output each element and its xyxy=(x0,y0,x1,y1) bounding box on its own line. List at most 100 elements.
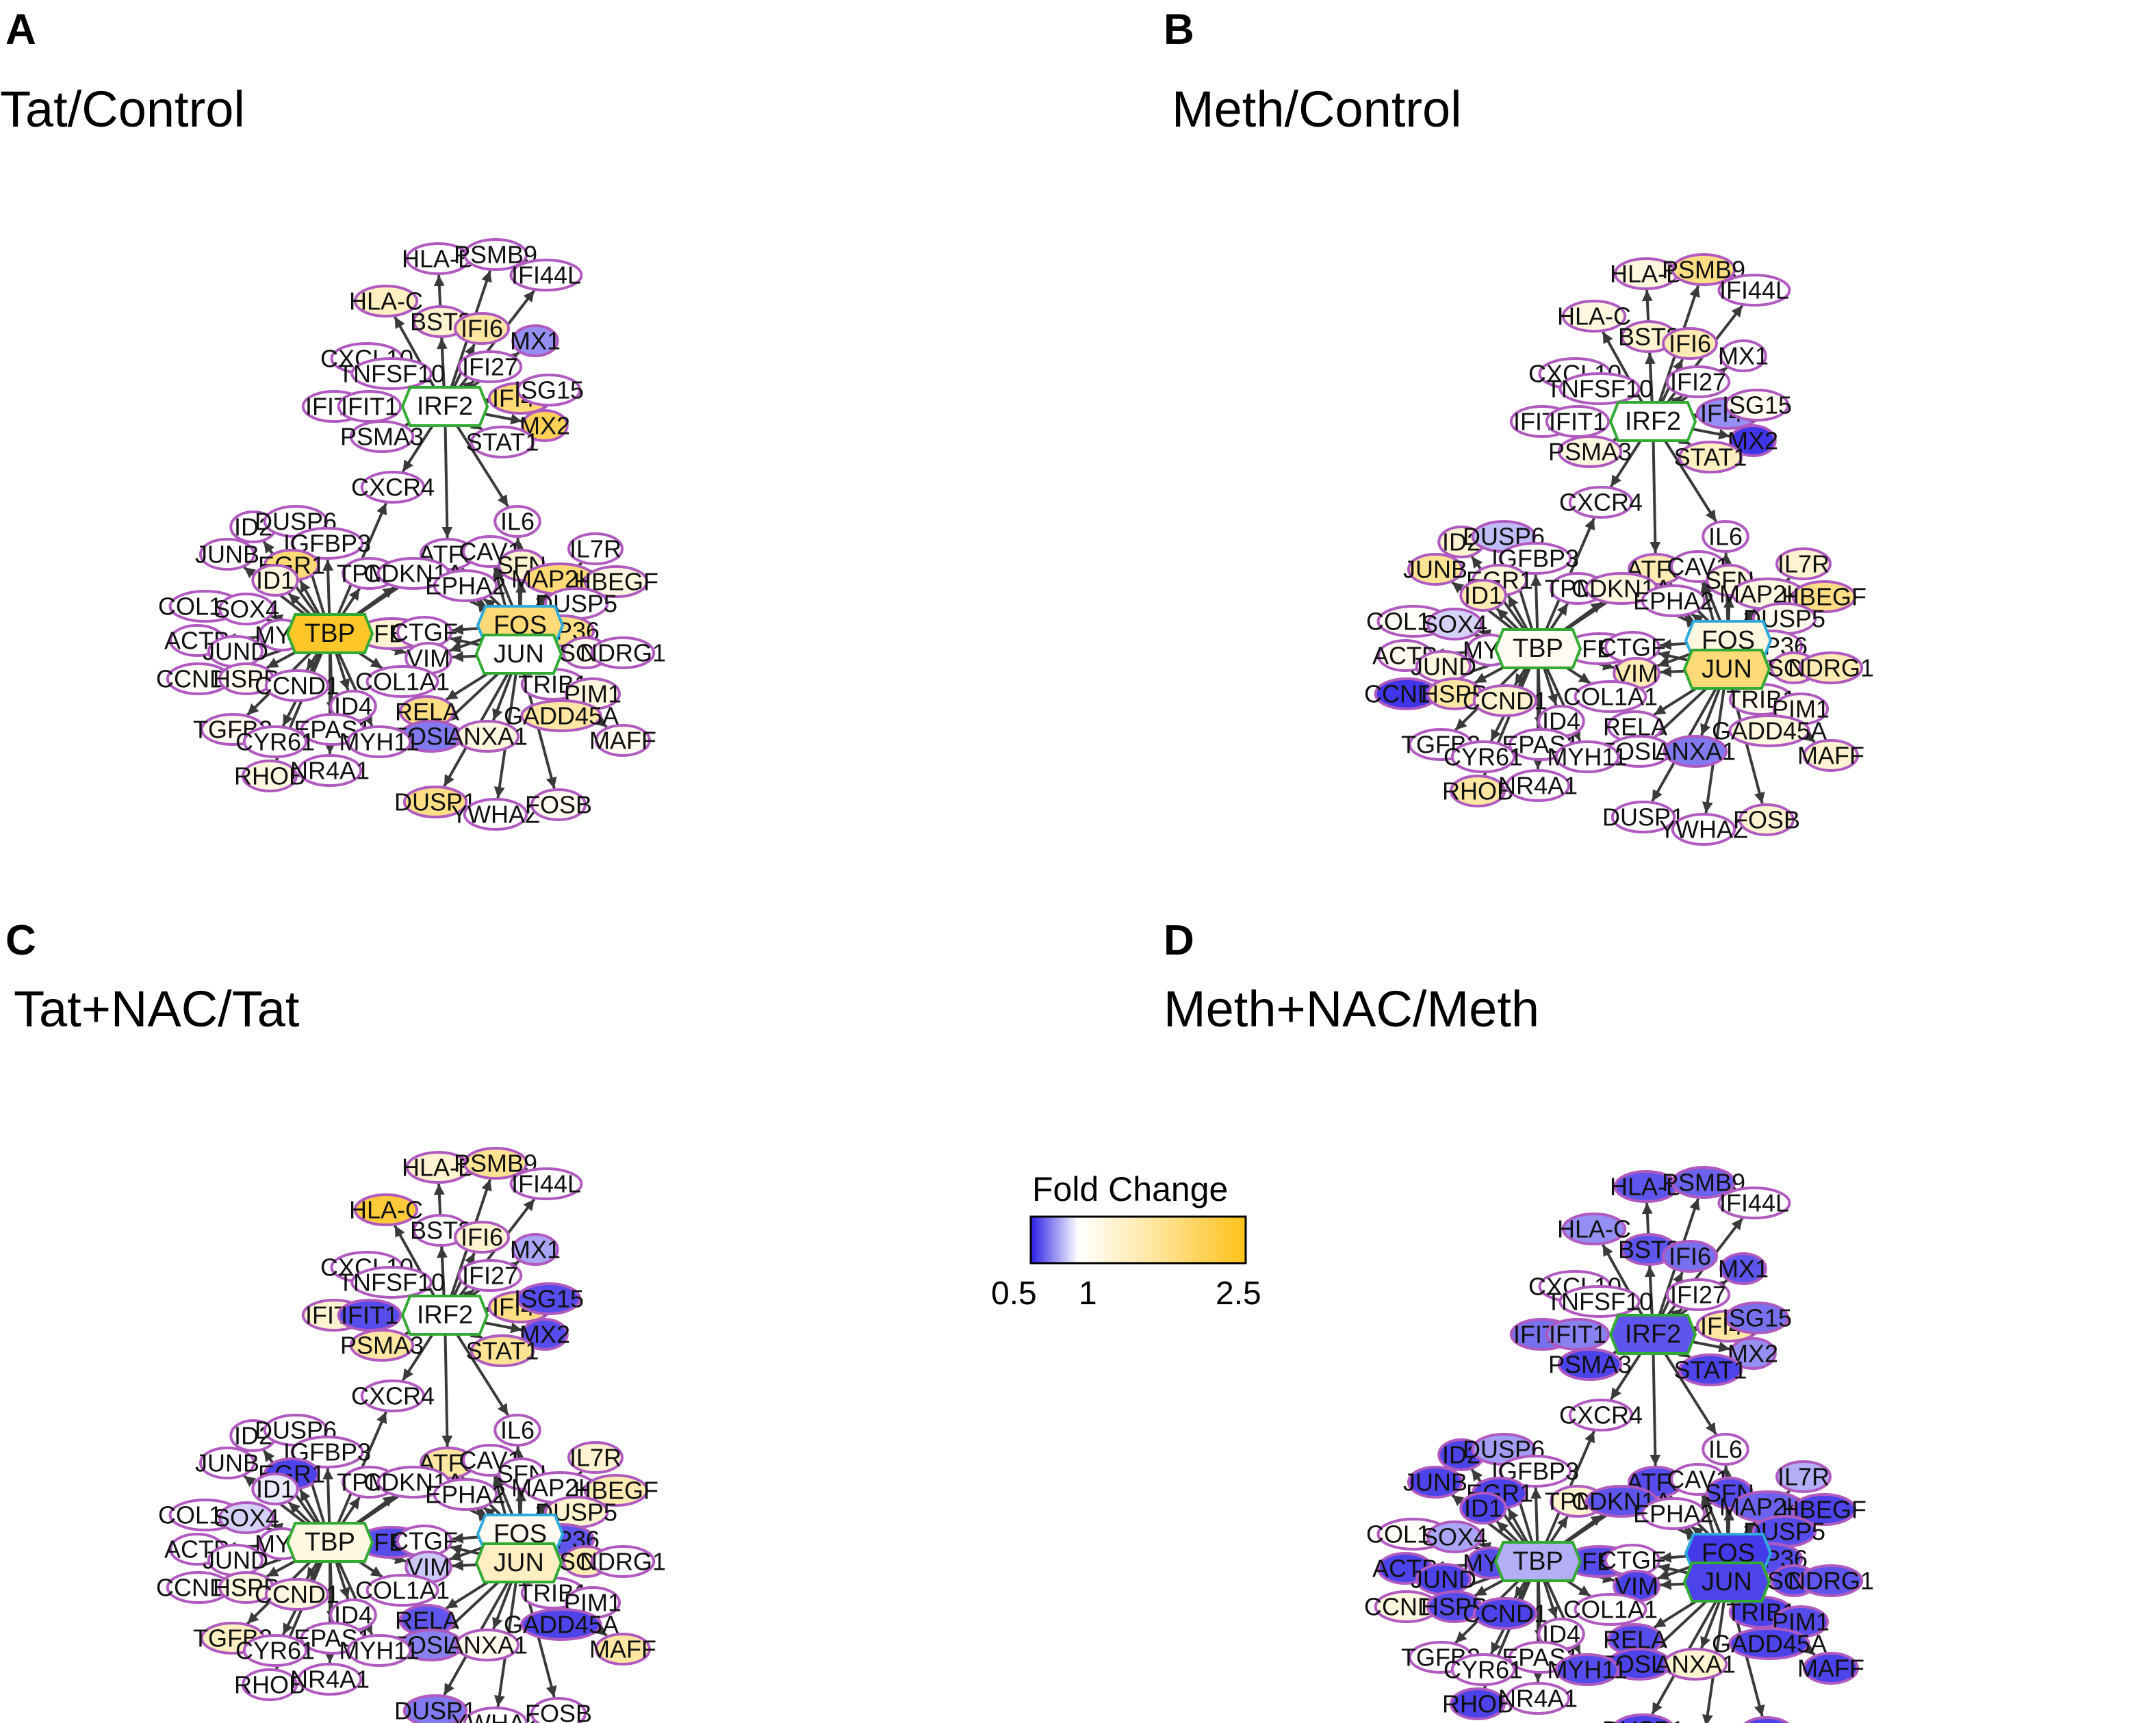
gene-ellipse xyxy=(433,1478,498,1511)
gene-label: STAT1 xyxy=(466,1337,539,1365)
gene-node-id1: ID1 xyxy=(251,1473,299,1505)
gene-node-stat1: STAT1 xyxy=(466,426,539,458)
panel-d-title: Meth+NAC/Meth xyxy=(1164,981,1539,1037)
edge-fos-sfn xyxy=(515,1490,527,1517)
gene-node-ccnd1: CCND1 xyxy=(1463,684,1548,717)
gene-ellipse xyxy=(1738,803,1795,836)
gene-label: CYR61 xyxy=(1443,1656,1523,1684)
gene-node-stat1: STAT1 xyxy=(466,1334,539,1367)
gene-node-psmb9: PSMB9 xyxy=(454,1147,537,1180)
gene-node-ndrg1: NDRG1 xyxy=(1788,651,1874,684)
gene-label: ISG15 xyxy=(514,376,584,404)
gene-label: MAFF xyxy=(589,727,656,755)
edge-jun-fosl1 xyxy=(1653,1597,1711,1651)
gene-node-rhob: RHOB xyxy=(234,1668,305,1701)
gene-ellipse xyxy=(530,788,587,821)
gene-ellipse xyxy=(1498,1455,1572,1488)
gene-ellipse xyxy=(1407,553,1463,586)
gene-ellipse xyxy=(595,724,651,757)
gene-ellipse xyxy=(1791,580,1857,613)
gene-ellipse xyxy=(297,1663,363,1696)
gene-ellipse xyxy=(1641,584,1706,617)
edge-irf2-bst2 xyxy=(436,1246,448,1298)
gene-node-fosb: FOSB xyxy=(1733,803,1800,836)
gene-node-hbegf: HBEGF xyxy=(1782,1493,1866,1526)
gene-node-psma3: PSMA3 xyxy=(1548,435,1632,468)
gene-ellipse xyxy=(218,593,274,625)
hub-node-jun: JUN xyxy=(474,1542,563,1583)
gene-ellipse xyxy=(1665,1278,1731,1311)
edge-irf2-cxcr4 xyxy=(401,1331,435,1382)
gene-ellipse xyxy=(454,720,520,753)
gene-label: DUSP1 xyxy=(1602,1716,1684,1723)
gene-label: CYR61 xyxy=(235,728,315,756)
gene-ellipse xyxy=(1505,1682,1571,1715)
gene-label: MYH11 xyxy=(339,728,419,756)
fold-change-legend: Fold Change 0.5 1 2.5 xyxy=(991,1170,1261,1312)
gene-label: ISG15 xyxy=(1722,391,1792,419)
edge-fos-ctgf xyxy=(1660,1551,1689,1563)
gene-node-cxcr4: CXCR4 xyxy=(1559,486,1643,519)
gene-ellipse xyxy=(470,426,535,458)
gene-ellipse xyxy=(457,350,523,383)
gene-node-psma3: PSMA3 xyxy=(340,420,424,453)
gene-node-hla-c: HLA-C xyxy=(1557,1213,1631,1245)
gene-ellipse xyxy=(242,1668,298,1701)
gene-node-ndrg1: NDRG1 xyxy=(1788,1564,1874,1597)
gene-label: IL7R xyxy=(569,535,621,563)
edge-tbp-id4 xyxy=(334,651,350,691)
gene-label: STAT1 xyxy=(1674,1356,1747,1384)
gene-node-jund: JUND xyxy=(203,1544,268,1577)
gene-label: NDRG1 xyxy=(580,639,666,667)
gene-node-anxa1: ANXA1 xyxy=(447,720,528,753)
gene-node-maff: MAFF xyxy=(589,1633,656,1666)
gene-label: YWHAZ xyxy=(451,801,540,829)
gene-label: PSMA3 xyxy=(1548,1351,1632,1379)
gene-node-cyr61: CYR61 xyxy=(235,725,315,758)
gene-ellipse xyxy=(463,1707,528,1723)
gene-label: SOX4 xyxy=(214,595,279,623)
gene-ellipse xyxy=(1568,1399,1634,1431)
gene-label: CTGF xyxy=(1599,634,1666,662)
gene-ellipse xyxy=(218,1501,274,1534)
edge-jun-anxa1 xyxy=(1700,686,1722,736)
gene-ellipse xyxy=(360,471,426,504)
gene-node-col1a1: COL1A1 xyxy=(1563,680,1658,713)
gene-label: ANXA1 xyxy=(447,1631,528,1659)
gene-node-dusp1: DUSP1 xyxy=(1602,801,1684,833)
gene-node-psmb9: PSMB9 xyxy=(1662,1166,1745,1199)
gene-ellipse xyxy=(1671,813,1736,846)
gene-node-ctgf: CTGF xyxy=(391,1525,458,1557)
gene-ellipse xyxy=(1702,1433,1749,1466)
gene-label: IL6 xyxy=(500,508,535,536)
gene-label: IFI44L xyxy=(511,261,581,289)
gene-ellipse xyxy=(1791,1493,1857,1526)
legend-max-label: 2.5 xyxy=(1216,1275,1261,1312)
gene-ellipse xyxy=(454,1221,510,1254)
gene-ellipse xyxy=(242,725,308,758)
gene-label: CTGF xyxy=(391,619,458,647)
edge-tbp-tpm1 xyxy=(1548,603,1569,633)
gene-ellipse xyxy=(1728,714,1810,747)
gene-ellipse xyxy=(1678,441,1743,474)
gene-ellipse xyxy=(583,565,649,598)
panel-a-letter: A xyxy=(5,6,36,53)
gene-label: RHOB xyxy=(1442,777,1513,805)
panel-c: C Tat+NAC/Tat HLA-BPSMB9IFI44LHLA-CBST2I… xyxy=(5,917,666,1723)
gene-ellipse xyxy=(242,1634,308,1667)
gene-node-jund: JUND xyxy=(1411,1563,1476,1596)
edge-tbp-tpm1 xyxy=(1548,1516,1569,1546)
gene-ellipse xyxy=(520,1608,602,1641)
gene-label: DUSP1 xyxy=(1602,803,1684,831)
gene-node-ndrg1: NDRG1 xyxy=(580,1545,666,1578)
gene-node-id1: ID1 xyxy=(1459,1492,1507,1525)
gene-ellipse xyxy=(1775,1460,1832,1493)
gene-node-il6: IL6 xyxy=(1702,1433,1749,1466)
gene-node-epha2: EPHA2 xyxy=(425,569,506,602)
gene-node-il7r: IL7R xyxy=(567,1441,624,1474)
gene-node-ifi44l: IFI44L xyxy=(509,1167,583,1200)
gene-ellipse xyxy=(530,1697,587,1723)
hub-node-tbp: TBP xyxy=(1493,1541,1582,1582)
